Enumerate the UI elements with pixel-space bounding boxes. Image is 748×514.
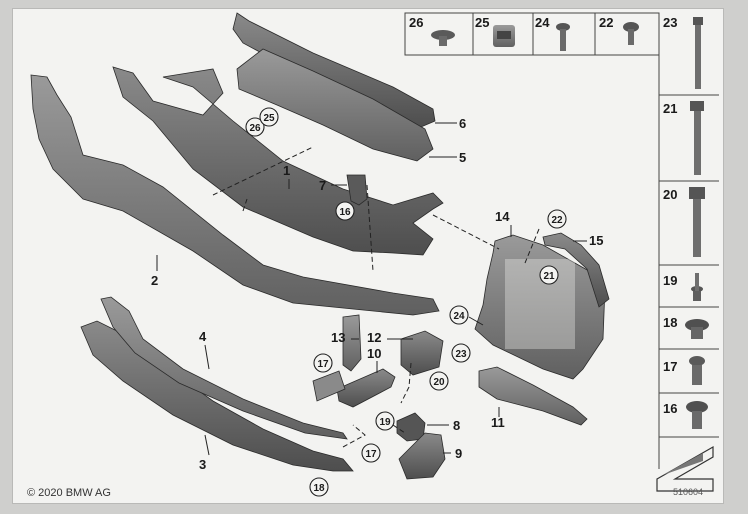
grid-label-16: 16 (663, 401, 677, 416)
copyright-text: © 2020 BMW AG (27, 487, 111, 499)
circled-21: 21 (543, 271, 555, 282)
callout-12: 12 (367, 330, 381, 345)
part-4-shape (100, 296, 348, 440)
clip-nut-26-shape (431, 30, 455, 46)
screw-22-shape (623, 22, 639, 45)
circled-17a: 17 (317, 359, 329, 370)
callout-3: 3 (199, 457, 206, 472)
circled-19: 19 (379, 417, 391, 428)
grid-label-24: 24 (535, 15, 550, 30)
diagram-id: 510604 (673, 487, 704, 497)
screw-24-shape (556, 23, 570, 51)
part-15-shape (542, 232, 610, 308)
part-10-shape (336, 368, 396, 408)
callout-15: 15 (589, 233, 603, 248)
part-10b-shape (312, 370, 346, 402)
bolt-21-shape (690, 101, 704, 175)
arrow-symbol (656, 445, 714, 492)
part-11-shape (478, 366, 588, 426)
callout-6: 6 (459, 116, 466, 131)
part-2-shape (30, 74, 440, 316)
callout-9: 9 (455, 446, 462, 461)
exploded-parts-diagram: 1 2 3 4 5 6 7 8 9 10 11 12 13 14 15 26 2… (30, 12, 719, 497)
assembly-lines (212, 146, 540, 448)
callout-7: 7 (319, 178, 326, 193)
grid-label-17: 17 (663, 359, 677, 374)
grid-label-26: 26 (409, 15, 423, 30)
callout-4: 4 (199, 329, 207, 344)
part-5-shape (236, 48, 434, 162)
grid-label-21: 21 (663, 101, 677, 116)
hardware-top-row (404, 12, 719, 469)
part-6-shape (232, 12, 436, 128)
grid-label-18: 18 (663, 315, 677, 330)
circled-22: 22 (551, 215, 563, 226)
callout-11: 11 (491, 415, 505, 430)
circled-25: 25 (263, 113, 275, 124)
parts-diagram-sheet: 1 2 3 4 5 6 7 8 9 10 11 12 13 14 15 26 2… (12, 8, 724, 504)
callout-2: 2 (151, 273, 158, 288)
circled-23: 23 (455, 349, 467, 360)
circled-callouts: 26 25 16 22 21 24 23 17 20 19 17 18 (245, 107, 567, 497)
callout-14: 14 (495, 209, 510, 224)
callout-labels: 1 2 3 4 5 6 7 8 9 10 11 12 13 14 15 (151, 116, 603, 472)
circled-18: 18 (313, 483, 325, 494)
grid-label-25: 25 (475, 15, 489, 30)
circled-16: 16 (339, 207, 351, 218)
part-1-shape (112, 66, 444, 256)
callout-10: 10 (367, 346, 381, 361)
part-7-shape (346, 174, 368, 206)
grid-label-23: 23 (663, 15, 677, 30)
part-14-frame-shape (474, 234, 606, 380)
circled-17b: 17 (365, 449, 377, 460)
collar-nut-18-shape (685, 319, 709, 339)
bolt-20-shape (689, 187, 705, 257)
callout-1: 1 (283, 163, 290, 178)
speed-nut-25-shape (493, 25, 515, 47)
grid-label-22: 22 (599, 15, 613, 30)
leader-lines (156, 122, 587, 456)
hardware-grid-labels: 26 25 24 22 23 21 20 19 18 17 16 (409, 15, 677, 416)
circled-26: 26 (249, 123, 261, 134)
collar-nut-17-shape (689, 356, 705, 385)
part-12-shape (400, 330, 444, 376)
circled-20: 20 (433, 377, 445, 388)
stud-19-shape (691, 273, 703, 301)
circled-24: 24 (453, 311, 465, 322)
callout-8: 8 (453, 418, 460, 433)
part-13-shape (342, 314, 362, 372)
callout-5: 5 (459, 150, 466, 165)
bolt-23-shape (693, 17, 703, 89)
part-9-shape (398, 432, 446, 480)
grid-label-20: 20 (663, 187, 677, 202)
collar-nut-16-shape (686, 401, 708, 429)
grid-label-19: 19 (663, 273, 677, 288)
callout-13: 13 (331, 330, 345, 345)
